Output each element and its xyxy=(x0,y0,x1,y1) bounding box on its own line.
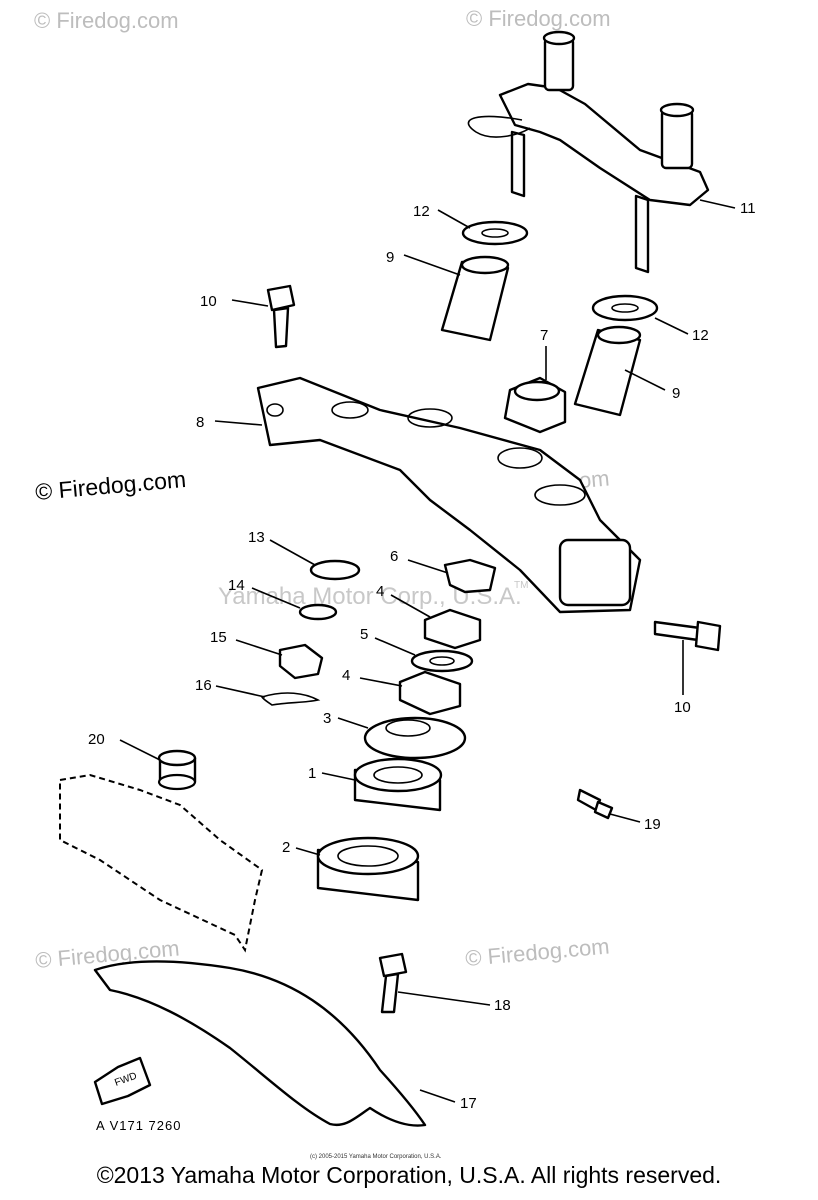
watermark-bottom-right: © Firedog.com xyxy=(464,933,610,971)
part-13-washer xyxy=(309,559,361,581)
diagram-code: A V171 7260 xyxy=(96,1118,181,1133)
part-2-seal xyxy=(316,836,420,902)
callout-15: 15 xyxy=(210,629,227,646)
callout-7: 7 xyxy=(540,327,548,344)
callout-19: 19 xyxy=(644,816,661,833)
callout-14: 14 xyxy=(228,577,245,594)
callout-12-upper: 12 xyxy=(413,203,430,220)
watermark-top-left: © Firedog.com xyxy=(34,8,179,33)
part-12-washer-lower-hole xyxy=(611,303,639,313)
part-10-bolt-lower xyxy=(653,620,722,652)
copyright-footer: ©2013 Yamaha Motor Corporation, U.S.A. A… xyxy=(96,1162,722,1188)
callout-9-lower: 9 xyxy=(672,385,680,402)
part-9-bushing-right xyxy=(573,325,642,417)
watermark-tm: TM xyxy=(514,580,528,591)
part-11-upper-bracket xyxy=(467,30,710,274)
callout-4-upper: 4 xyxy=(376,583,384,600)
part-18-bolt xyxy=(378,952,408,1014)
callout-5: 5 xyxy=(360,626,368,643)
part-3-washer xyxy=(363,716,467,760)
part-12-washer-lower xyxy=(591,294,659,322)
part-10-bolt-upper xyxy=(266,284,296,349)
part-14-washer xyxy=(298,603,338,621)
callout-10-lower: 10 xyxy=(674,699,691,716)
callout-8: 8 xyxy=(196,414,204,431)
part-5-washer-hole xyxy=(429,656,455,666)
callout-13: 13 xyxy=(248,529,265,546)
fine-print: (c) 2005-2015 Yamaha Motor Corporation, … xyxy=(310,1154,442,1160)
callout-17: 17 xyxy=(460,1095,477,1112)
callout-18: 18 xyxy=(494,997,511,1014)
callout-6: 6 xyxy=(390,548,398,565)
part-16-cotter-pin xyxy=(260,692,321,706)
watermark-left: © Firedog.com xyxy=(34,466,187,505)
callout-12-lower: 12 xyxy=(692,327,709,344)
part-9-bushing-left xyxy=(440,255,510,342)
part-12-washer-upper xyxy=(461,220,529,246)
callout-1: 1 xyxy=(308,765,316,782)
part-12-washer-upper-hole xyxy=(481,228,509,238)
part-15-nut xyxy=(278,643,324,680)
callout-16: 16 xyxy=(195,677,212,694)
callout-2: 2 xyxy=(282,839,290,856)
callout-9-upper: 9 xyxy=(386,249,394,266)
watermark-top-right: © Firedog.com xyxy=(466,6,611,31)
fwd-arrow: FWD xyxy=(93,1056,152,1106)
part-6-key-washer xyxy=(443,558,497,594)
part-19-bolt xyxy=(576,788,614,820)
callout-10-upper: 10 xyxy=(200,293,217,310)
callout-3: 3 xyxy=(323,710,331,727)
part-4-nut-lower xyxy=(398,670,462,716)
callout-4-lower: 4 xyxy=(342,667,350,684)
part-20-grommet xyxy=(157,749,197,791)
part-17-guard xyxy=(93,960,427,1127)
callout-11: 11 xyxy=(740,200,756,217)
part-5-washer xyxy=(410,649,474,673)
part-7-collar-nut xyxy=(503,376,567,434)
callout-20: 20 xyxy=(88,731,105,748)
part-1-bearing xyxy=(353,757,443,812)
frame-section xyxy=(59,773,264,953)
part-8-main-bracket xyxy=(256,376,642,614)
part-4-nut-upper xyxy=(423,608,482,650)
leader-lines xyxy=(119,199,736,1103)
